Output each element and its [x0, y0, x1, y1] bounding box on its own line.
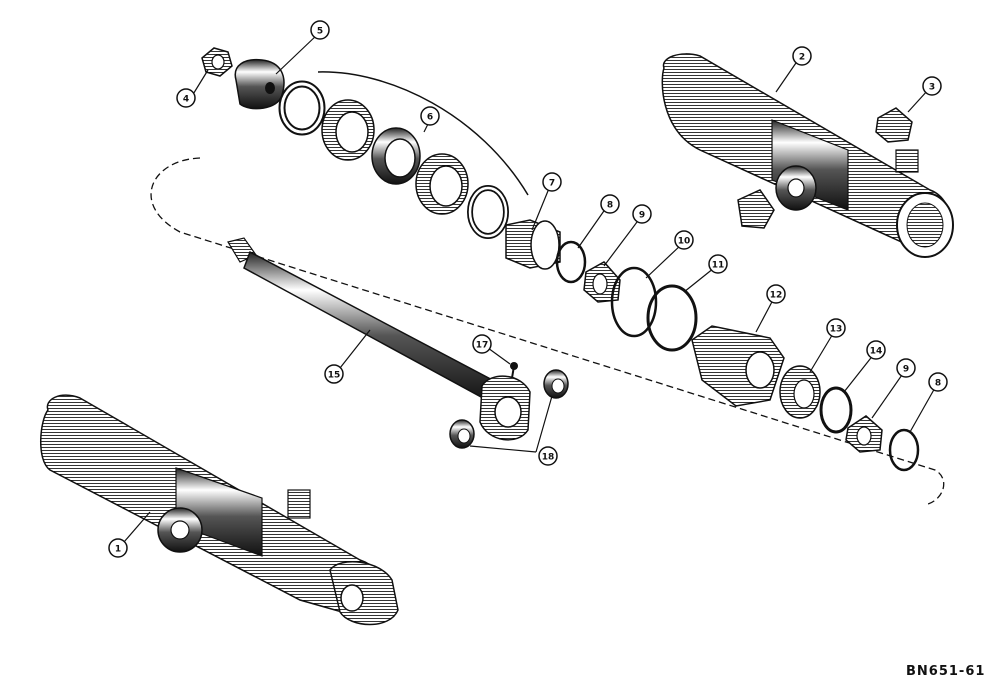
svg-text:9: 9: [639, 211, 645, 221]
svg-text:2: 2: [799, 53, 805, 63]
part-nut: [201, 47, 233, 77]
callout-5: 5: [310, 20, 330, 40]
svg-text:14: 14: [870, 347, 883, 357]
part-assembled-cylinder: [40, 394, 399, 626]
drawing-code-label: BN651-61: [906, 664, 986, 679]
part-rod-bushing-1: [543, 369, 569, 399]
callout-8-upper: 8: [600, 194, 620, 214]
callout-15: 15: [324, 364, 344, 384]
part-cylinder-barrel: [661, 53, 954, 258]
svg-text:15: 15: [328, 371, 341, 381]
part-grease-fitting: [510, 362, 518, 379]
svg-text:5: 5: [317, 27, 323, 37]
svg-text:8: 8: [607, 201, 613, 211]
part-wear-bushing: [583, 261, 621, 303]
part-piston-cap: [234, 58, 285, 110]
svg-text:9: 9: [903, 365, 909, 375]
svg-text:8: 8: [935, 379, 941, 389]
callout-12: 12: [766, 284, 786, 304]
callout-13: 13: [826, 318, 846, 338]
callout-6: 6: [420, 106, 440, 126]
part-rod-packing: [779, 365, 821, 419]
part-piston-rod: [227, 237, 531, 441]
assembly-line: [150, 157, 945, 506]
svg-text:1: 1: [115, 545, 121, 555]
part-o-ring-2: [888, 428, 920, 472]
part-gland: [691, 325, 785, 407]
svg-text:18: 18: [542, 453, 555, 463]
svg-text:17: 17: [476, 341, 489, 351]
callout-18: 18: [538, 446, 558, 466]
svg-text:3: 3: [929, 83, 935, 93]
part-port-fitting: [875, 107, 913, 143]
callout-8-lower: 8: [928, 372, 948, 392]
part-piston-spacer: [371, 127, 421, 185]
svg-text:10: 10: [678, 237, 691, 247]
callout-4: 4: [176, 88, 196, 108]
part-piston: [505, 219, 561, 270]
svg-text:11: 11: [712, 261, 725, 271]
part-ring-10: [610, 266, 658, 338]
part-backup-ring: [278, 80, 326, 136]
part-wear-bushing-2: [845, 415, 883, 453]
part-rod-bushing-2: [449, 419, 475, 449]
svg-text:12: 12: [770, 291, 783, 301]
svg-text:4: 4: [183, 95, 189, 105]
part-barrel-bushing: [737, 189, 775, 229]
part-ring-14: [819, 386, 853, 434]
seal-kit-brace: [317, 71, 529, 196]
part-packing-2: [415, 153, 469, 215]
callout-1: 1: [108, 538, 128, 558]
callout-7: 7: [542, 172, 562, 192]
svg-text:13: 13: [830, 325, 843, 335]
callout-2: 2: [792, 46, 812, 66]
callout-11: 11: [708, 254, 728, 274]
svg-text:7: 7: [549, 179, 555, 189]
part-backup-ring-2: [467, 185, 509, 239]
callout-14: 14: [866, 340, 886, 360]
callout-10: 10: [674, 230, 694, 250]
callout-layer: 1 2 3 4 5 6 7 8 9 10 11 12 13 14 9 8 15 …: [108, 20, 948, 558]
callout-17: 17: [472, 334, 492, 354]
part-ring-11: [646, 284, 698, 352]
callout-9-lower: 9: [896, 358, 916, 378]
callout-9-upper: 9: [632, 204, 652, 224]
svg-text:6: 6: [427, 113, 433, 123]
part-o-ring: [555, 240, 587, 284]
leader-lines: [123, 33, 937, 543]
callout-3: 3: [922, 76, 942, 96]
part-packing-1: [321, 99, 375, 161]
